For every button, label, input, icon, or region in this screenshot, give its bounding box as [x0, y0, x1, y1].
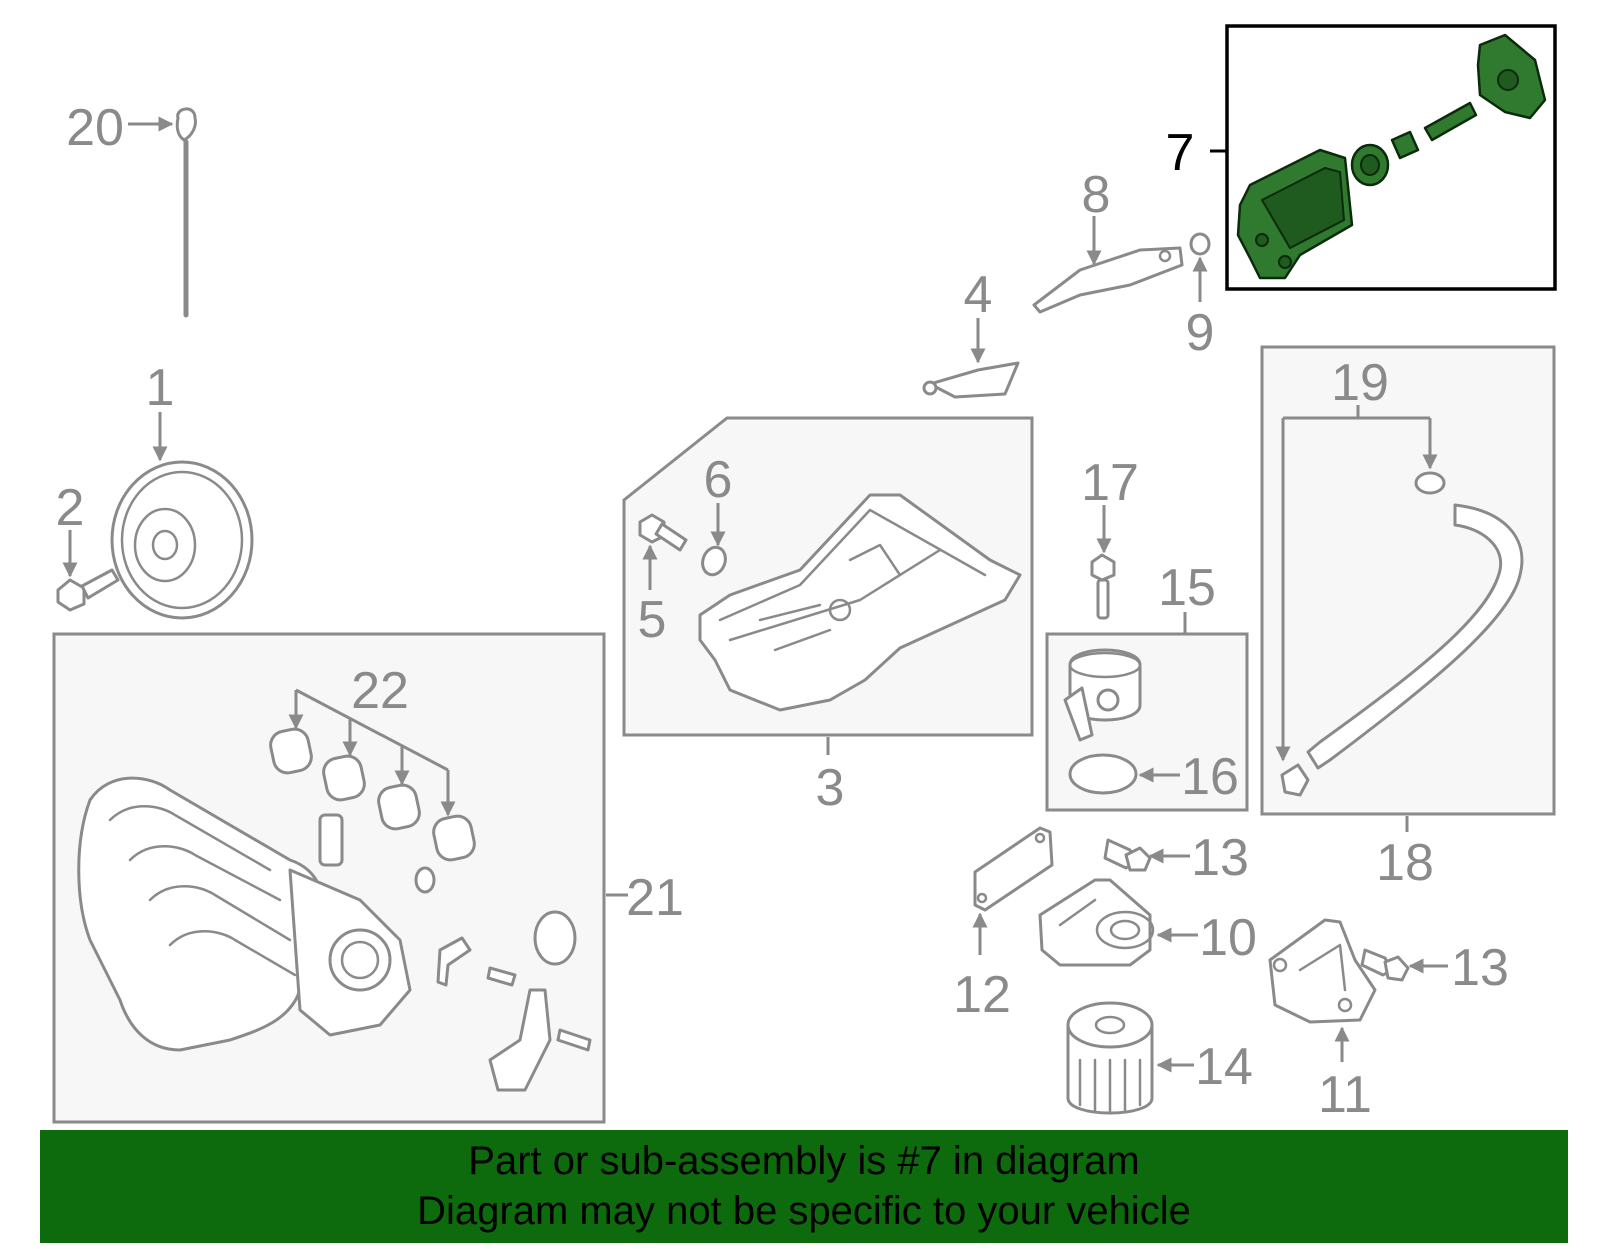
- part-16-cooler-gasket[interactable]: [1068, 753, 1138, 795]
- callout-18[interactable]: 18: [1376, 834, 1434, 892]
- part-21-intake-manifold[interactable]: [77, 776, 592, 1092]
- callout-6[interactable]: 6: [704, 451, 733, 509]
- part-11-bracket[interactable]: [1268, 918, 1377, 1024]
- part-3-oil-pan[interactable]: [698, 493, 1022, 712]
- part-12-gasket-plate[interactable]: [973, 826, 1054, 912]
- parts-diagram: 7 20 1 2 22: [52, 24, 1557, 1124]
- banner-line-part: Part or sub-assembly is #7 in diagram: [468, 1139, 1140, 1183]
- part-7-assembly[interactable]: [1236, 33, 1547, 280]
- callout-7[interactable]: 7: [1166, 124, 1195, 182]
- callout-5[interactable]: 5: [638, 591, 667, 649]
- part-10-filter-adapter[interactable]: [1038, 878, 1155, 967]
- part-18-hose[interactable]: [1306, 503, 1524, 770]
- callout-20[interactable]: 20: [66, 99, 124, 157]
- part-5-drain-bolt[interactable]: [638, 513, 688, 552]
- part-6-drain-washer[interactable]: [699, 544, 729, 578]
- callout-19[interactable]: 19: [1331, 354, 1389, 412]
- part-20-dipstick[interactable]: [175, 107, 197, 318]
- callout-16[interactable]: 16: [1181, 748, 1239, 806]
- callout-3[interactable]: 3: [816, 759, 845, 817]
- callout-13-lower[interactable]: 13: [1451, 939, 1509, 997]
- callout-22[interactable]: 22: [351, 662, 409, 720]
- callout-2[interactable]: 2: [56, 479, 85, 537]
- callout-15[interactable]: 15: [1158, 559, 1216, 617]
- part-22-intake-gaskets[interactable]: [268, 727, 477, 863]
- callout-1[interactable]: 1: [146, 359, 175, 417]
- callout-9[interactable]: 9: [1186, 304, 1215, 362]
- callout-8[interactable]: 8: [1082, 166, 1111, 224]
- part-19-hose-clamps[interactable]: [1280, 471, 1446, 797]
- callout-11[interactable]: 11: [1318, 1066, 1372, 1124]
- part-15-oil-cooler[interactable]: [1063, 648, 1142, 742]
- part-2-pulley-bolt[interactable]: [56, 568, 120, 612]
- callout-4[interactable]: 4: [964, 266, 993, 324]
- callout-12[interactable]: 12: [953, 966, 1011, 1024]
- callout-21[interactable]: 21: [626, 869, 684, 927]
- part-8-bracket[interactable]: [1032, 246, 1184, 314]
- part-13-bolt-upper[interactable]: [1103, 838, 1152, 872]
- part-9-o-ring[interactable]: [1189, 232, 1211, 256]
- callout-17[interactable]: 17: [1081, 454, 1139, 512]
- callout-14[interactable]: 14: [1195, 1038, 1253, 1096]
- part-13-bolt-lower[interactable]: [1360, 948, 1410, 982]
- callout-10[interactable]: 10: [1199, 909, 1257, 967]
- callout-13-upper[interactable]: 13: [1191, 829, 1249, 887]
- part-4-sealant[interactable]: [922, 361, 1020, 399]
- part-17-bolt[interactable]: [1090, 553, 1116, 620]
- part-1-crank-pulley[interactable]: [110, 460, 254, 620]
- info-banner: Part or sub-assembly is #7 in diagram Di…: [40, 1130, 1568, 1243]
- banner-line-disclaimer: Diagram may not be specific to your vehi…: [417, 1189, 1191, 1233]
- part-14-oil-filter[interactable]: [1066, 1001, 1154, 1115]
